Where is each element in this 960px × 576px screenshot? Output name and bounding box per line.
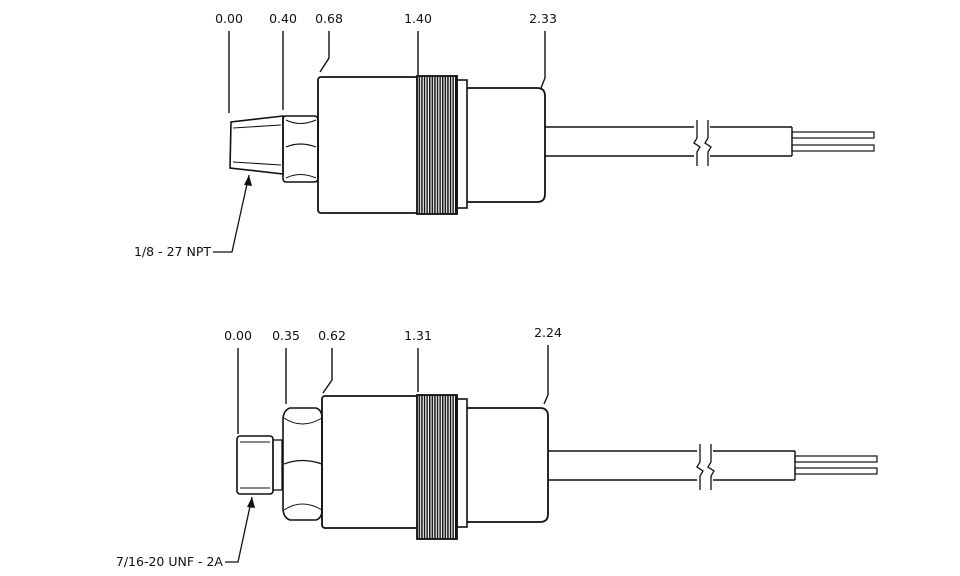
dim-label-2: 0.62 — [318, 328, 346, 343]
lead-wire — [791, 144, 875, 152]
dim-label-3: 1.40 — [404, 11, 432, 26]
dim-label-1: 0.40 — [269, 11, 297, 26]
hex-nut-face — [285, 143, 317, 148]
lead-wire — [791, 131, 875, 139]
knurled-ring — [416, 75, 458, 215]
view-npt: 0.00 0.40 0.68 1.40 2.33 — [134, 11, 875, 259]
break-mark — [707, 444, 715, 490]
thread-relief — [272, 439, 283, 491]
hex-nut-face — [283, 417, 323, 425]
dim-label-0: 0.00 — [215, 11, 243, 26]
rear-cap — [467, 87, 546, 203]
unf-fitting — [236, 435, 274, 495]
hex-nut-face — [285, 174, 317, 179]
dim-label-4: 2.24 — [534, 325, 562, 340]
break-mark — [704, 120, 712, 166]
hex-nut — [282, 407, 323, 521]
knurled-ring — [416, 394, 458, 540]
hex-nut — [282, 115, 319, 183]
break-mark — [693, 120, 701, 166]
view-unf: 0.00 0.35 0.62 1.31 2.24 — [116, 325, 878, 569]
lead-wire — [794, 455, 878, 463]
leader-arrowhead — [247, 497, 255, 508]
extension-line — [543, 345, 549, 405]
lead-wire — [794, 467, 878, 475]
sensor-body — [317, 76, 419, 214]
extension-line — [540, 31, 546, 89]
extension-line — [319, 31, 330, 73]
thread-crest-line — [232, 124, 282, 129]
dim-label-0: 0.00 — [224, 328, 252, 343]
hex-nut-face — [283, 459, 323, 465]
hex-nut-face — [285, 119, 317, 124]
extension-line — [322, 348, 333, 394]
break-mark — [696, 444, 704, 490]
dim-label-3: 1.31 — [404, 328, 432, 343]
hex-nut-face — [283, 503, 323, 511]
leader-arrowhead — [244, 175, 252, 186]
collar — [456, 398, 468, 528]
thread-crest-line — [232, 161, 282, 166]
collar — [456, 79, 468, 209]
thread-callout-npt: 1/8 - 27 NPT — [134, 244, 211, 259]
npt-fitting — [229, 115, 284, 175]
rear-cap — [467, 407, 549, 523]
leader-line — [213, 174, 250, 253]
leader-line — [225, 496, 253, 563]
dim-label-4: 2.33 — [529, 11, 557, 26]
sensor-body — [321, 395, 419, 529]
dim-label-1: 0.35 — [272, 328, 300, 343]
dim-label-2: 0.68 — [315, 11, 343, 26]
thread-callout-unf: 7/16-20 UNF - 2A — [116, 554, 224, 569]
